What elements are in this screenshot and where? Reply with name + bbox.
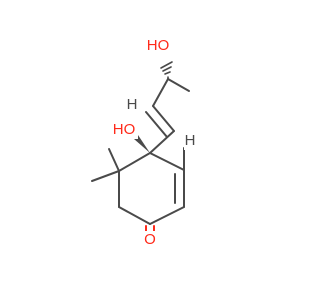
- atom-label-alkene-h-lower: H: [185, 132, 196, 149]
- atom-label-alkene-h-upper: H: [127, 96, 138, 113]
- bond-gem-methyl-up: [108, 148, 120, 172]
- bond-c2-c1-methyl: [167, 78, 190, 92]
- bond-c3-c4-double-a: [152, 105, 175, 132]
- structure-diagram: HO H H HO O: [91, 36, 196, 249]
- bond-ring-ch2-to-co: [118, 206, 151, 225]
- atom-label-ketone-o: O: [144, 231, 156, 248]
- bond-ring-q-to-gem: [118, 152, 151, 172]
- bond-c4-ring: [149, 130, 175, 154]
- bond-ring-q-to-ch3c: [149, 152, 185, 171]
- bond-ring-co-to-ch: [149, 206, 185, 225]
- bold-wedge-ring-oh: [134, 135, 150, 153]
- bond-c2-c3: [152, 78, 169, 107]
- bond-c3-c4-double-b: [145, 111, 168, 138]
- atom-label-top-oh: HO: [147, 37, 170, 54]
- atom-label-ring-oh: HO: [113, 121, 136, 138]
- hashed-wedge-oh: [160, 61, 173, 80]
- bond-gem-methyl-left: [91, 170, 120, 182]
- molecule-canvas: HO H H HO O: [91, 36, 196, 249]
